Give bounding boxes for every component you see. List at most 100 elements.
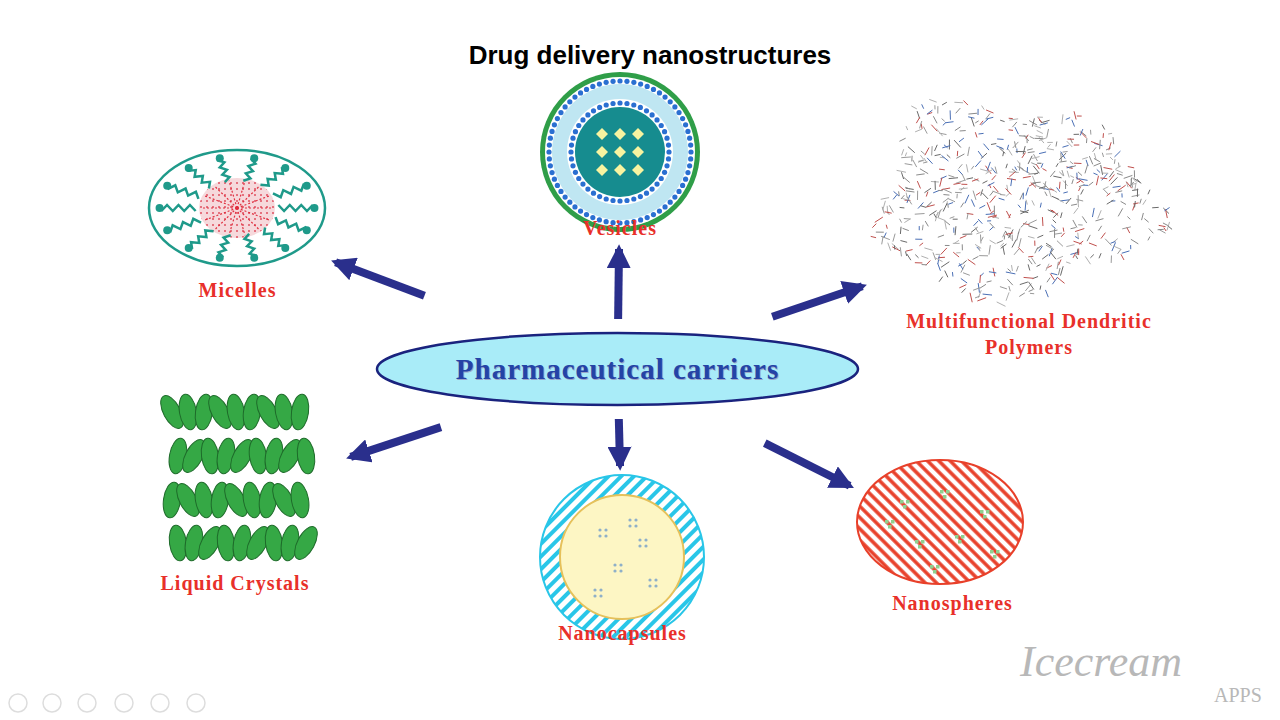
polymer-bond: [907, 254, 911, 260]
polymer-bond: [871, 236, 876, 237]
lipid-head: [569, 142, 574, 147]
polymer-bond: [1020, 210, 1028, 214]
polymer-bond: [963, 101, 967, 106]
polymer-bond: [955, 192, 962, 193]
polymer-bond: [905, 187, 909, 189]
polymer-bond: [949, 140, 950, 150]
polymer-bond: [953, 219, 958, 220]
polymer-bond: [960, 130, 966, 131]
polymer-bond: [1082, 216, 1086, 223]
polymer-bond: [1027, 149, 1033, 150]
drug-dot: [903, 505, 907, 509]
polymer-bond: [1041, 163, 1043, 167]
polymer-bond: [1063, 151, 1068, 153]
polymer-bond: [899, 185, 906, 191]
polymer-bond: [943, 198, 949, 202]
polymer-bond: [975, 228, 978, 233]
polymer-bond: [1052, 210, 1058, 215]
polymer-bond: [889, 205, 893, 212]
polymer-bond: [1036, 136, 1043, 137]
polymer-bond: [989, 272, 996, 273]
polymer-bond: [978, 219, 982, 224]
polymer-bond: [968, 113, 977, 115]
polymer-bond: [1029, 173, 1038, 175]
polymer-bond: [931, 125, 937, 132]
polymer-bond: [979, 275, 981, 283]
polymer-bond: [1023, 124, 1027, 125]
drug-dot: [644, 544, 647, 547]
polymer-bond: [1046, 264, 1049, 271]
polymer-bond: [966, 164, 968, 172]
polymer-bond: [1075, 229, 1084, 232]
polymer-bond: [1098, 226, 1101, 231]
polymer-bond: [1121, 201, 1126, 204]
drug-dot: [654, 584, 657, 587]
polymer-bond: [1035, 247, 1038, 253]
polymer-bond: [941, 262, 949, 268]
carrier-node: Vesicles: [535, 95, 705, 243]
polymer-bond: [1117, 173, 1123, 175]
drug-particle: [632, 128, 644, 140]
polymer-bond: [882, 236, 884, 244]
polymer-bond: [935, 145, 938, 151]
slide-toolbar: [9, 694, 205, 712]
polymer-bond: [1152, 207, 1159, 208]
polymer-bond: [900, 219, 902, 223]
drug-dot: [604, 534, 607, 537]
micelle-head: [163, 226, 171, 234]
lipid-head: [687, 136, 692, 141]
micelle-chain: [201, 207, 237, 208]
polymer-bond: [1101, 233, 1105, 239]
polymer-bond: [978, 109, 979, 115]
lipid-head: [547, 156, 552, 161]
micelle-head: [156, 204, 164, 212]
lipid-head: [668, 200, 673, 205]
lipid-head: [680, 116, 685, 121]
polymer-bond: [958, 170, 963, 175]
lipid-head: [666, 156, 671, 161]
polymer-bond: [994, 206, 995, 215]
micelle-chain: [215, 208, 237, 230]
polymer-bond: [915, 213, 925, 215]
polymer-bond: [1094, 163, 1101, 166]
micelle-tail: [161, 205, 195, 211]
polymer-bond: [1056, 163, 1058, 167]
polymer-bond: [1037, 130, 1043, 133]
drug-dot: [613, 569, 616, 572]
polymer-bond: [1057, 256, 1063, 259]
polymer-bond: [953, 243, 960, 244]
lipid-head: [584, 212, 589, 217]
polymer-bond: [1109, 142, 1111, 150]
micelle-chain: [237, 186, 259, 208]
polymer-bond: [939, 277, 943, 282]
polymer-bond: [1013, 142, 1019, 148]
drug-dot: [933, 570, 937, 574]
lipid-head: [617, 198, 622, 203]
polymer-bond: [927, 110, 933, 114]
lipid-head: [552, 122, 557, 127]
polymer-bond: [974, 221, 979, 226]
polymer-bond: [990, 196, 996, 203]
drug-dot: [993, 555, 997, 559]
polymer-bond: [956, 194, 957, 199]
lipid-head: [688, 149, 693, 154]
polymer-bond: [1006, 164, 1007, 168]
polymer-bond: [1054, 229, 1055, 238]
polymer-bond: [1044, 181, 1046, 190]
polymer-bond: [938, 263, 941, 271]
drug-dot: [593, 588, 596, 591]
polymer-bond: [902, 149, 904, 155]
polymer-bond: [1106, 153, 1112, 154]
polymer-bond: [934, 214, 936, 218]
lipid-head: [651, 212, 656, 217]
polymer-bond: [900, 207, 905, 209]
drug-dot: [628, 524, 631, 527]
micelle-tail: [217, 160, 229, 182]
polymer-bond: [929, 211, 936, 216]
polymer-bond: [902, 198, 907, 199]
lipid-head: [591, 108, 596, 113]
polymer-bond: [1077, 116, 1082, 117]
micelle-core: [199, 178, 275, 238]
micelle-tail: [187, 170, 210, 188]
drug-dot: [888, 525, 892, 529]
